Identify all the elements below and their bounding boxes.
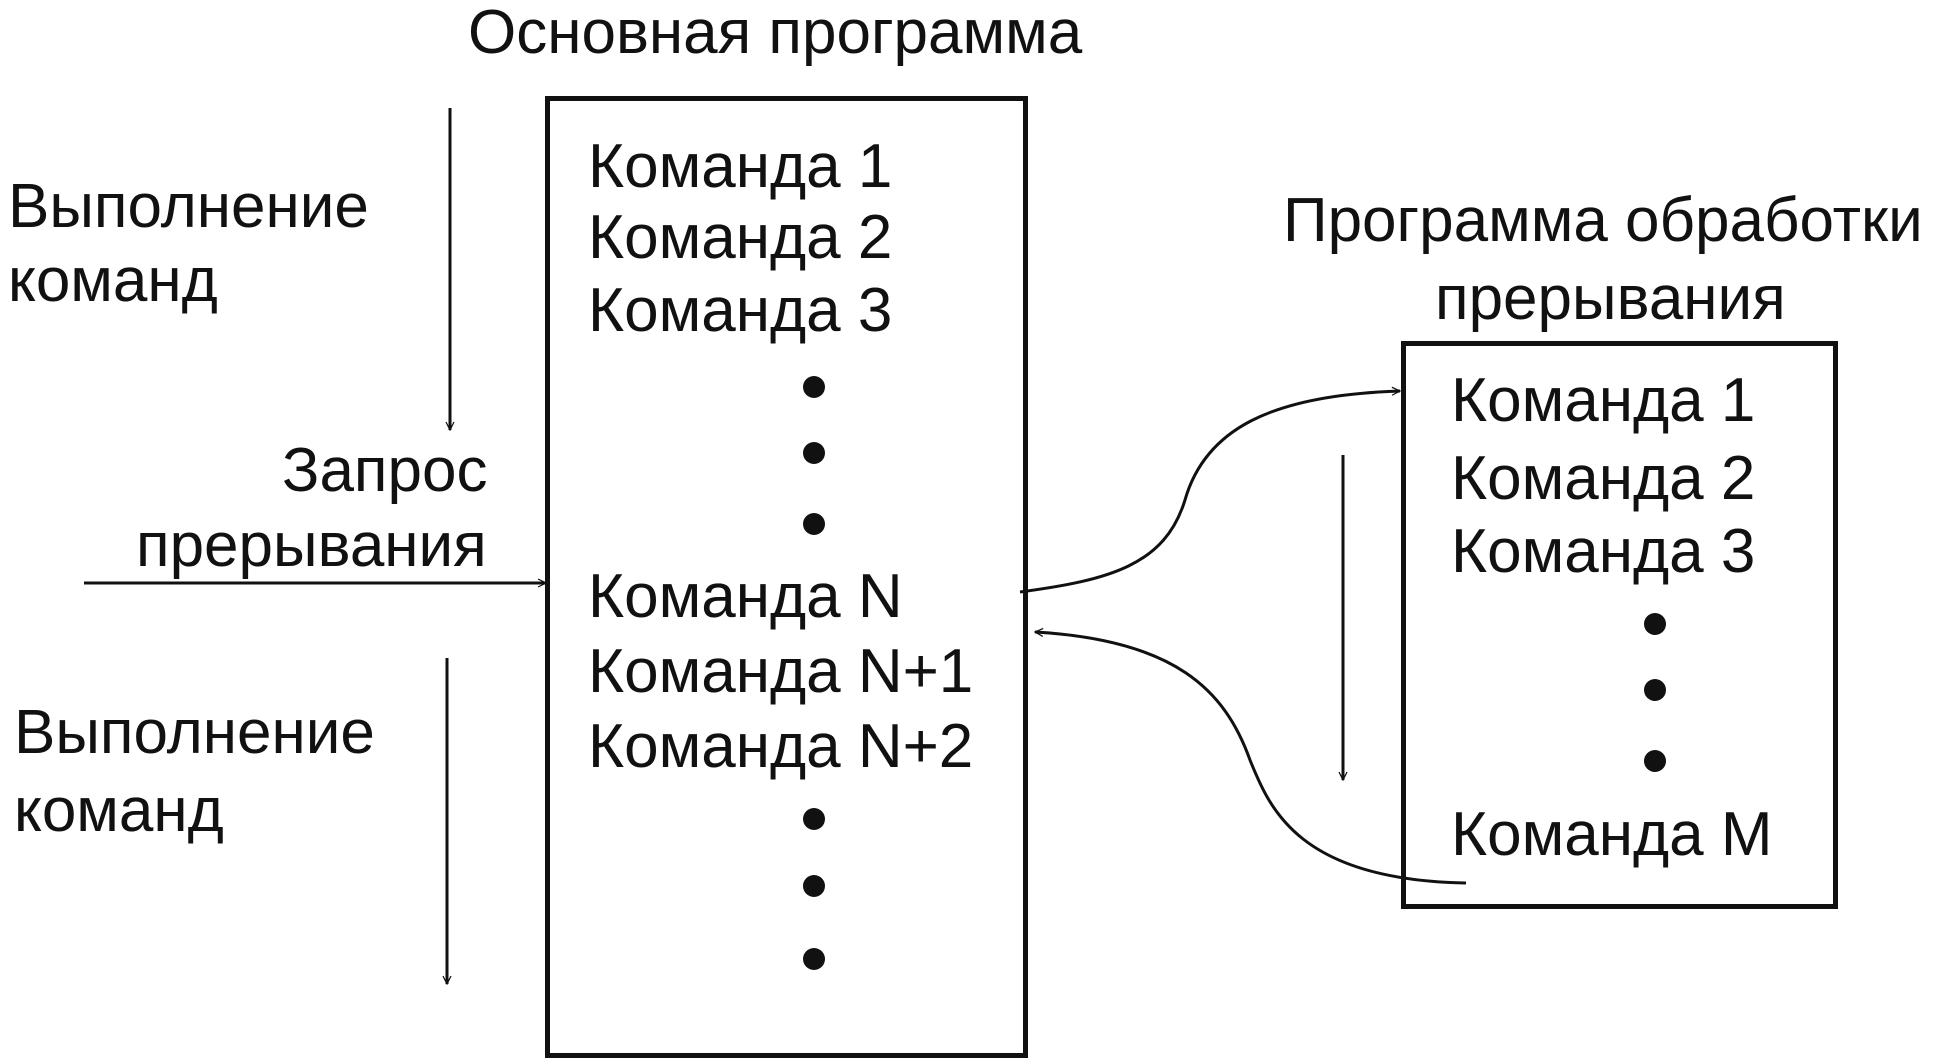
main-ellipsis-dot-4	[803, 808, 825, 830]
handler-title-line1: Программа обработки	[1283, 186, 1923, 255]
main-program-box	[545, 96, 1028, 1058]
jump-to-handler-arrow	[1019, 391, 1400, 594]
exec-bottom-label-line2: команд	[14, 776, 224, 845]
main-command-n-plus-1: Команда N+1	[588, 637, 974, 706]
handler-title-line2: прерывания	[1435, 264, 1786, 333]
handler-command-3: Команда 3	[1451, 517, 1756, 586]
main-command-2: Команда 2	[588, 203, 893, 272]
handler-ellipsis-dot-2	[1644, 679, 1666, 701]
exec-top-label-line2: команд	[8, 246, 218, 315]
exec-bottom-label-line1: Выполнение	[14, 698, 375, 767]
handler-ellipsis-dot-1	[1644, 613, 1666, 635]
main-command-n: Команда N	[588, 562, 903, 631]
main-command-1: Команда 1	[588, 132, 893, 201]
main-command-n-plus-2: Команда N+2	[588, 712, 974, 781]
main-ellipsis-dot-5	[803, 875, 825, 897]
handler-command-2: Команда 2	[1451, 444, 1756, 513]
handler-command-1: Команда 1	[1451, 366, 1756, 435]
interrupt-request-label-line1: Запрос	[282, 436, 488, 505]
main-command-3: Команда 3	[588, 276, 893, 345]
handler-box	[1401, 341, 1838, 909]
main-program-title: Основная программа	[468, 0, 1083, 67]
main-ellipsis-dot-2	[803, 442, 825, 464]
main-ellipsis-dot-3	[803, 513, 825, 535]
main-ellipsis-dot-1	[803, 376, 825, 398]
handler-ellipsis-dot-3	[1644, 750, 1666, 772]
interrupt-request-label-line2: прерывания	[136, 511, 487, 580]
main-ellipsis-dot-6	[803, 948, 825, 970]
exec-top-label-line1: Выполнение	[8, 172, 369, 241]
return-from-handler-arrow	[1035, 632, 1467, 885]
handler-command-m: Команда M	[1451, 800, 1773, 869]
